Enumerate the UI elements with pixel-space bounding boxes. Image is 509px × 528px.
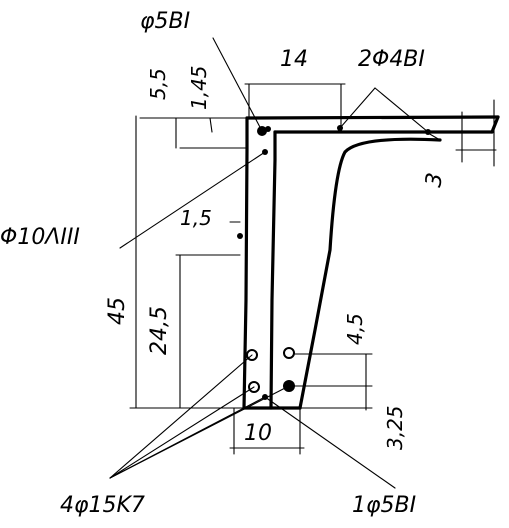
section-outline xyxy=(242,115,500,410)
label-cover-top: 1,5 xyxy=(180,206,212,230)
label-bottom-bar: 1φ5BI xyxy=(352,493,416,518)
top-bar-b xyxy=(265,126,271,132)
leader-strand-4 xyxy=(109,385,290,479)
label-spacing-a: 4,5 xyxy=(343,313,367,345)
label-flange-thk-b: 1,45 xyxy=(187,65,211,110)
leader-flange-bar-b xyxy=(374,87,429,133)
leader-strand-1 xyxy=(109,354,253,479)
web-left-edge xyxy=(242,116,249,410)
leader-stirrup xyxy=(119,151,266,249)
flange-end xyxy=(490,115,500,134)
label-flange-thk-a: 5,5 xyxy=(146,68,170,100)
leader-strand-3 xyxy=(109,386,255,479)
label-flange-slope: 3 xyxy=(421,171,448,189)
rib-outline xyxy=(298,137,442,410)
label-stirrup-bar: Φ10ΛIII xyxy=(0,225,80,250)
leader-bottom-bar xyxy=(264,396,396,489)
web-right-edge xyxy=(269,130,277,410)
leader-flange-bar-a xyxy=(339,87,376,129)
flange-top-edge xyxy=(245,115,500,120)
label-total-height: 45 xyxy=(105,297,130,325)
labels: φ5BI 14 2Φ4BI 5,5 1,45 3 Φ10ΛIII 1,5 45 … xyxy=(0,9,448,518)
label-top-width: 14 xyxy=(280,47,308,72)
leader-lines xyxy=(109,37,429,489)
mid-bar xyxy=(237,233,243,239)
strand-2 xyxy=(283,347,295,359)
label-strands: 4φ15K7 xyxy=(60,493,145,518)
label-spacing-b: 3,25 xyxy=(383,405,407,450)
label-top-rebar: φ5BI xyxy=(140,9,190,34)
label-bottom-width: 10 xyxy=(244,421,272,446)
dimension-lines xyxy=(129,83,497,455)
reinforcement xyxy=(237,125,431,400)
label-flange-bars: 2Φ4BI xyxy=(358,47,425,72)
leader-top-rebar xyxy=(212,37,263,132)
dim-1-45-line xyxy=(209,117,213,133)
label-height-lower: 24,5 xyxy=(147,306,172,355)
